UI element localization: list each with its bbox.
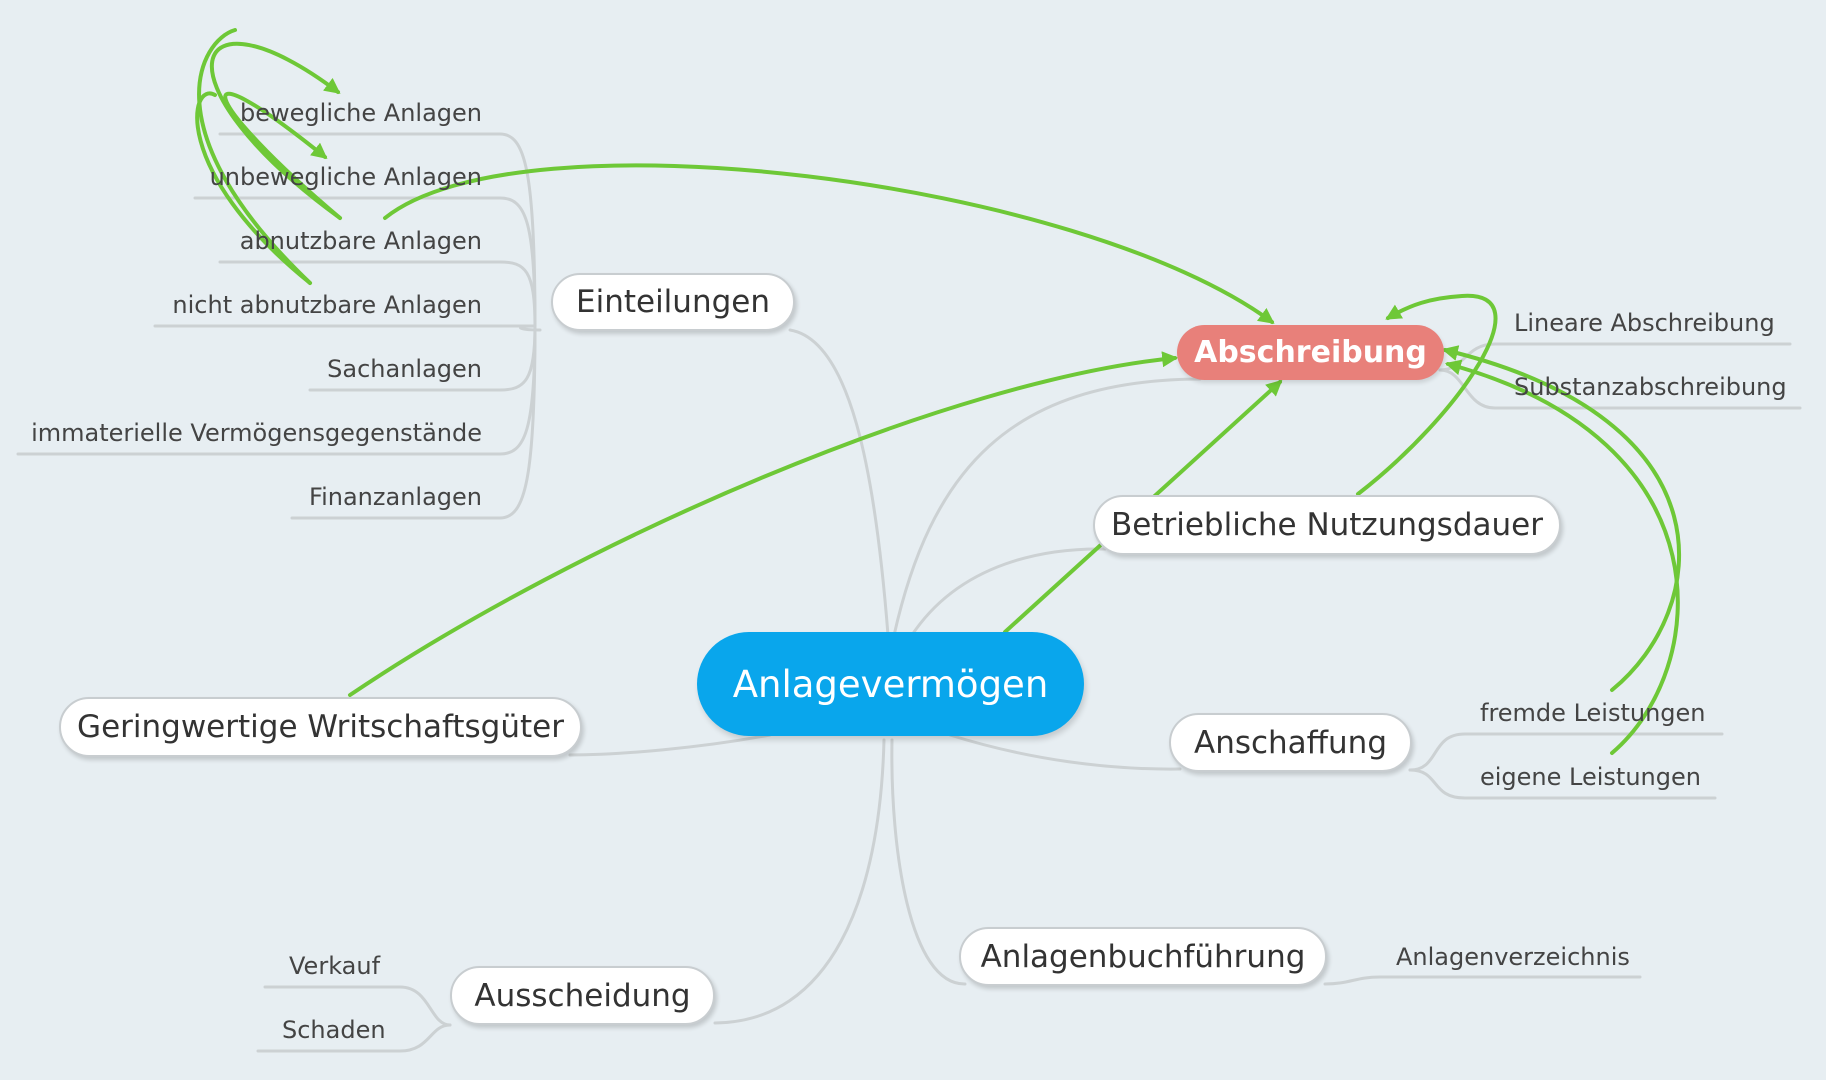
relationship-nichtabnutzbare-to-unbewegliche bbox=[195, 91, 312, 285]
subtopic-sachanlagen[interactable]: Sachanlagen bbox=[327, 355, 482, 383]
topic-gwg-label: Geringwertige Writschaftsgüter bbox=[77, 709, 564, 745]
subtopic-fremde-leistungen[interactable]: fremde Leistungen bbox=[1480, 699, 1706, 727]
connector-central-nutzungsdauer bbox=[908, 547, 1107, 640]
connector-central-ausscheidung bbox=[713, 738, 886, 1025]
topic-betriebliche-nutzungsdauer[interactable]: Betriebliche Nutzungsdauer bbox=[1093, 495, 1561, 555]
topic-abschreibung-label: Abschreibung bbox=[1194, 335, 1427, 370]
tree-connectors bbox=[16, 132, 1802, 1053]
topic-abschreibung[interactable]: Abschreibung bbox=[1177, 325, 1444, 380]
connector-central-abschreibung bbox=[891, 377, 1202, 642]
central-topic-anlagevermoegen[interactable]: Anlagevermögen bbox=[697, 632, 1084, 736]
subtopic-immaterielle-vermoegensgegenstaende[interactable]: immaterielle Vermögensgegenstände bbox=[31, 419, 482, 447]
relationship-abnutzbare-to-bewegliche bbox=[209, 41, 342, 220]
subtopic-lineare-abschreibung[interactable]: Lineare Abschreibung bbox=[1514, 309, 1775, 337]
relationship-gwg-to-abschreibung bbox=[348, 351, 1179, 697]
subtopic-unbewegliche-anlagen[interactable]: unbewegliche Anlagen bbox=[209, 163, 482, 191]
subtopic-finanzanlagen[interactable]: Finanzanlagen bbox=[309, 483, 482, 511]
relationship-eigene-to-abschreibung bbox=[1444, 359, 1680, 755]
subtopic-schaden[interactable]: Schaden bbox=[282, 1016, 386, 1044]
topic-buchfuehrung-label: Anlagenbuchführung bbox=[980, 938, 1306, 975]
subtopic-abnutzbare-anlagen[interactable]: abnutzbare Anlagen bbox=[239, 227, 482, 255]
topic-anlagenbuchfuehrung[interactable]: Anlagenbuchführung bbox=[959, 927, 1327, 986]
topic-einteilungen-label: Einteilungen bbox=[576, 284, 770, 320]
topic-ausscheidung[interactable]: Ausscheidung bbox=[450, 966, 715, 1025]
subtopic-anlagenverzeichnis[interactable]: Anlagenverzeichnis bbox=[1396, 943, 1630, 971]
subtopic-eigene-leistungen[interactable]: eigene Leistungen bbox=[1480, 763, 1701, 791]
relationship-fremde-to-abschreibung bbox=[1441, 345, 1682, 692]
connector-central-anschaffung bbox=[948, 733, 1182, 771]
subtopic-verkauf[interactable]: Verkauf bbox=[289, 952, 381, 980]
connector-einteilungen-children bbox=[498, 132, 542, 520]
subtopic-nicht-abnutzbare-anlagen[interactable]: nicht abnutzbare Anlagen bbox=[172, 291, 482, 319]
relationship-abnutzbare-to-unbewegliche bbox=[223, 91, 342, 220]
topic-einteilungen[interactable]: Einteilungen bbox=[551, 273, 795, 331]
topic-geringwertige-wirtschaftsgueter[interactable]: Geringwertige Writschaftsgüter bbox=[59, 697, 582, 757]
central-topic-label: Anlagevermögen bbox=[732, 662, 1049, 706]
topic-anschaffung[interactable]: Anschaffung bbox=[1169, 713, 1412, 772]
topic-nutzungsdauer-label: Betriebliche Nutzungsdauer bbox=[1111, 507, 1543, 543]
relationship-arrows bbox=[195, 28, 1682, 755]
subtopic-substanzabschreibung[interactable]: Substanzabschreibung bbox=[1514, 373, 1787, 401]
subtopic-bewegliche-anlagen[interactable]: bewegliche Anlagen bbox=[240, 99, 482, 127]
relationship-einteilung-to-abschreibung bbox=[383, 163, 1275, 324]
topic-ausscheidung-label: Ausscheidung bbox=[474, 977, 691, 1014]
topic-anschaffung-label: Anschaffung bbox=[1193, 724, 1388, 761]
relationship-nutzungsdauer-to-abschreibung bbox=[1356, 293, 1498, 496]
connector-central-buchfuehrung bbox=[890, 738, 967, 986]
connector-central-gwg bbox=[568, 733, 772, 757]
connector-central-einteilungen bbox=[788, 328, 890, 637]
